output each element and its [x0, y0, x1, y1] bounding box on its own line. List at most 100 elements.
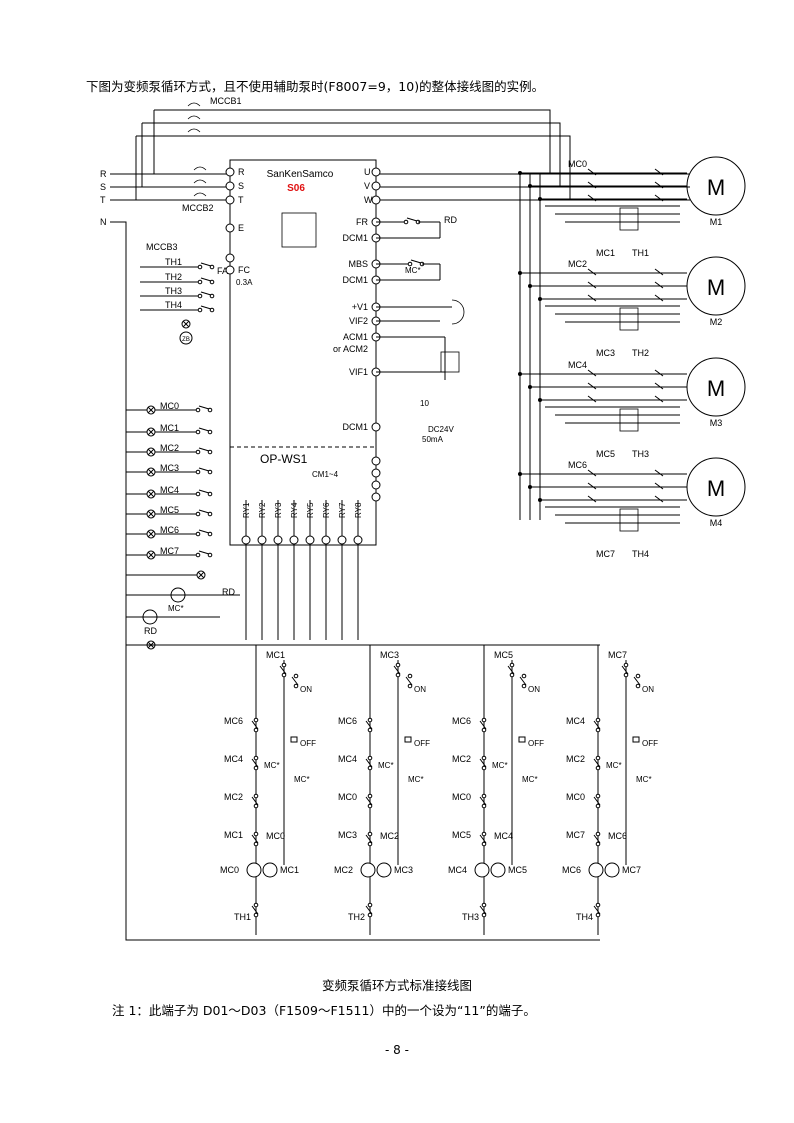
contact-blade — [200, 262, 212, 267]
input-terminal-s — [225, 181, 235, 191]
fc-rating: 0.3A — [236, 278, 253, 287]
control-terminal-label-8: VIF1 — [349, 367, 368, 377]
contactor-blade — [587, 294, 597, 302]
breaker-label-mccb2: MCCB2 — [182, 203, 214, 213]
motor-symbol-m3: M — [707, 376, 725, 401]
ladder-contact — [595, 793, 601, 799]
mc-star-label-upper: MC* — [405, 266, 421, 275]
ladder-th-contact — [367, 912, 373, 918]
contactor-blade — [654, 369, 664, 377]
lamp-contact — [195, 429, 201, 435]
lamp-label-mc3: MC3 — [160, 463, 179, 473]
coil-mc4 — [474, 862, 490, 878]
contact-blade — [593, 796, 601, 806]
ladder-contact — [481, 755, 487, 761]
line-label-s: S — [100, 182, 106, 192]
relay-terminal-ry8 — [353, 535, 363, 545]
ladder-top-1: MC3 — [380, 650, 399, 660]
input-terminal-fc — [225, 265, 235, 275]
contactor-blade — [654, 482, 664, 490]
mc-star-ladder-left-1: MC* — [378, 761, 394, 770]
ladder-left-1-2: MC0 — [338, 792, 357, 802]
ladder-top-contact — [395, 672, 401, 678]
off-button-icon — [632, 736, 640, 743]
ladder-contact — [595, 717, 601, 723]
coil-mc7 — [604, 862, 620, 878]
coil-label-left-0: MC0 — [220, 865, 239, 875]
lamp-label-mc0: MC0 — [160, 401, 179, 411]
control-terminal-label-0: FR — [356, 217, 368, 227]
lamp-label-mc5: MC5 — [160, 505, 179, 515]
lamp-contact — [207, 552, 213, 558]
output-terminal-w — [371, 195, 381, 205]
ladder-top-contact — [395, 662, 401, 668]
ladder-left-1-1: MC4 — [338, 754, 357, 764]
output-terminal-label-u: U — [364, 167, 371, 177]
motor-thermal-label-1: TH2 — [632, 348, 649, 358]
ladder-left-2-0: MC6 — [452, 716, 471, 726]
ladder-contact — [595, 765, 601, 771]
coil-label-left-1: MC2 — [334, 865, 353, 875]
control-terminal-label-5: VIF2 — [349, 316, 368, 326]
contact-blade — [291, 676, 299, 686]
motor-contactor-top-3: MC6 — [568, 460, 587, 470]
contact-blade — [633, 676, 641, 686]
figure-caption: 变频泵循环方式标准接线图 — [321, 978, 472, 993]
lamp-cross — [147, 448, 155, 456]
contact-blade — [365, 905, 373, 915]
on-button — [293, 673, 299, 679]
contactor-blade — [587, 395, 597, 403]
motor-label-m4: M4 — [710, 518, 723, 528]
rd-label-upper: RD — [444, 215, 457, 225]
output-terminal-u — [371, 167, 381, 177]
lamp-contact — [207, 407, 213, 413]
motor-thermal-label-2: TH3 — [632, 449, 649, 459]
contact-blade — [393, 665, 401, 675]
lamp-contact — [195, 491, 201, 497]
motor-contactor-top-0: MC0 — [568, 159, 587, 169]
relay-terminal-ry2 — [257, 535, 267, 545]
ladder-contact — [253, 831, 259, 837]
ladder-th-0: TH1 — [234, 912, 251, 922]
lamp-label-mc6: MC6 — [160, 525, 179, 535]
coil-mc1 — [262, 862, 278, 878]
input-terminal-r — [225, 167, 235, 177]
ladder-left-3-1: MC2 — [566, 754, 585, 764]
power-lines — [110, 109, 690, 941]
contactor-blade — [654, 194, 664, 202]
ladder-contact — [253, 727, 259, 733]
thermal-contact — [197, 264, 203, 270]
lamp-contact — [195, 552, 201, 558]
ladder-th-contact — [595, 912, 601, 918]
ladder-contact — [595, 803, 601, 809]
ladder-left-1-0: MC6 — [338, 716, 357, 726]
ladder-contact — [595, 841, 601, 847]
control-terminal-label-1: DCM1 — [342, 233, 368, 243]
control-terminal-label-6: ACM1 — [343, 332, 368, 342]
motor-contactor-bottom-2: MC5 — [596, 449, 615, 459]
contactor-blade — [587, 469, 597, 477]
control-terminal-label-2: MBS — [348, 259, 368, 269]
contactor-blade — [587, 168, 597, 176]
ladder-contact — [595, 727, 601, 733]
lamp-cross — [182, 320, 190, 328]
contactor-blade — [587, 194, 597, 202]
contactor-blade — [654, 395, 664, 403]
mc-star-label-lower: MC* — [168, 604, 184, 613]
zb-buzzer-icon — [179, 331, 193, 345]
ladder-left-0-2: MC2 — [224, 792, 243, 802]
contact-blade — [198, 427, 210, 432]
contact-blade — [198, 405, 210, 410]
contactor-blade — [654, 382, 664, 390]
on-button — [635, 673, 641, 679]
motor-thermal-label-0: TH1 — [632, 248, 649, 258]
ladder-contact — [481, 717, 487, 723]
on-button — [521, 683, 527, 689]
relay-terminal-ry5 — [305, 535, 315, 545]
coil-mc5 — [490, 862, 506, 878]
label-ten: 10 — [420, 399, 429, 408]
rd-label-middle: RD — [222, 587, 235, 597]
ladder-contact — [481, 793, 487, 799]
zb-label: ZB — [182, 337, 190, 343]
breaker-label-mccb1: MCCB1 — [210, 96, 242, 106]
